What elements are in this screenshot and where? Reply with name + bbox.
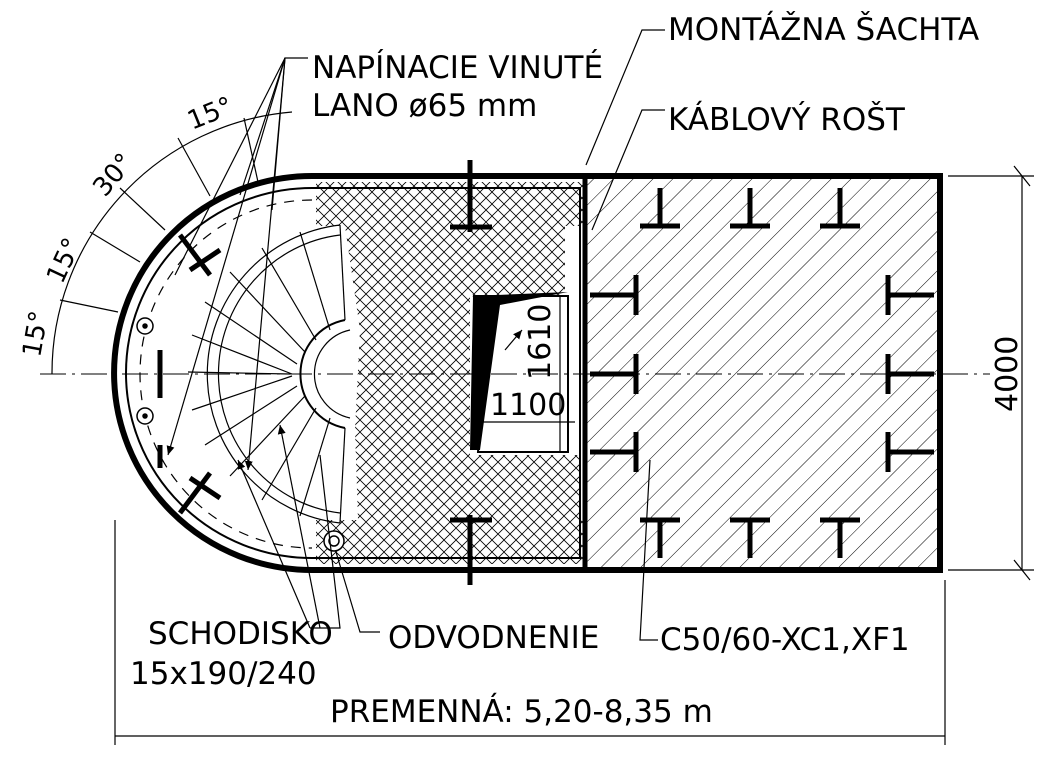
- dim-4000: 4000: [990, 336, 1025, 412]
- spiral-stair: [187, 224, 351, 524]
- dimension-4000: [948, 165, 1034, 581]
- angle-15-bottom: 15°: [17, 309, 55, 360]
- drain-circles: [136, 317, 345, 552]
- dashed-arc: [139, 199, 313, 549]
- label-concrete-class: C50/60-XC1,XF1: [660, 622, 910, 658]
- label-montazna-sachta: MONTÁŽNA ŠACHTA: [668, 11, 979, 48]
- label-schodisko-line2: 15x190/240: [130, 656, 317, 692]
- crosshatch-bottom: [316, 520, 584, 564]
- label-odvodnenie: ODVODNENIE: [388, 620, 599, 656]
- angle-dimension-arcs: [51, 111, 293, 375]
- label-napinacie-line1: NAPÍNACIE VINUTÉ: [312, 50, 603, 86]
- angle-15-mid: 15°: [41, 234, 88, 288]
- label-kablovy-rost: KÁBLOVÝ ROŠT: [668, 101, 906, 138]
- opening-dimensions: [478, 296, 575, 452]
- dim-1610: 1610: [523, 304, 558, 380]
- opening-black-wedge: [470, 292, 568, 450]
- dimension-premenna: [114, 520, 946, 745]
- dim-1100: 1100: [490, 388, 566, 423]
- crosshatch-core: [345, 226, 580, 520]
- label-schodisko-line1: SCHODISKO: [148, 616, 333, 652]
- angle-15-top: 15°: [183, 91, 237, 136]
- leader-lines: [166, 29, 665, 641]
- label-napinacie-line2: LANO ø65 mm: [312, 88, 537, 124]
- outer-walls: [111, 173, 943, 573]
- label-premenna: PREMENNÁ: 5,20-8,35 m: [330, 694, 713, 730]
- anchor-stubs: [157, 160, 934, 585]
- angle-30: 30°: [87, 148, 140, 203]
- concrete-slab-hatched: [585, 176, 939, 570]
- crosshatch-top: [316, 182, 584, 226]
